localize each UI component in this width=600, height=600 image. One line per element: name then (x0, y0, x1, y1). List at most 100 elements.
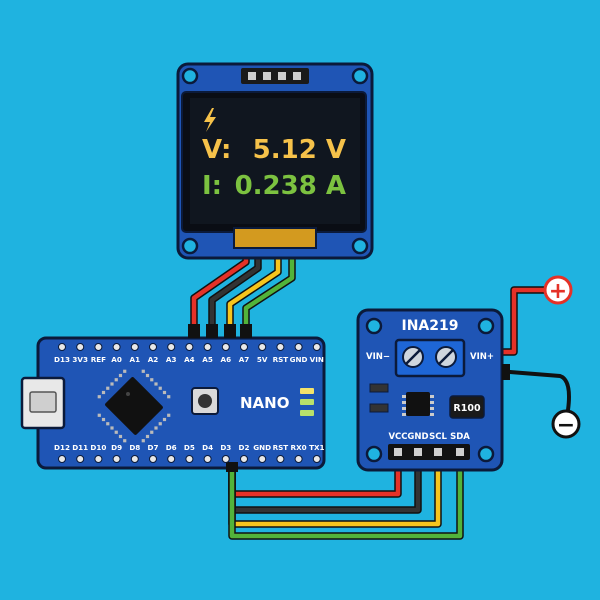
voltage-label: V: (202, 135, 231, 165)
ic-leg (430, 395, 434, 398)
sensor-header (388, 444, 470, 460)
chip-leg (145, 434, 150, 439)
chip-leg (162, 390, 167, 395)
nano-bottom-pin-label: D11 (72, 443, 88, 452)
nano-bottom-pin-label: D5 (184, 443, 195, 452)
chip-leg (101, 390, 106, 395)
nano-bottom-pin-label: TX1 (309, 443, 324, 452)
chip-leg (167, 413, 171, 417)
pin-hole (167, 455, 176, 463)
mounting-hole (365, 445, 383, 463)
nano-bottom-connector (226, 462, 238, 472)
chip-leg (101, 417, 106, 422)
mounting-hole (477, 317, 495, 335)
pin-hole (258, 455, 267, 463)
chip-leg (110, 382, 114, 386)
chip-leg (162, 417, 167, 422)
pin-hole (203, 455, 212, 463)
minus-terminal: − (551, 409, 581, 439)
pin-hole (221, 343, 230, 351)
nano-bottom-pin-label: D2 (239, 443, 250, 452)
nano-bottom-pin-label: RX0 (291, 443, 307, 452)
nano-top-pin-label: GND (290, 355, 308, 364)
pin-hole (240, 343, 248, 351)
pin-hole (112, 455, 121, 463)
nano-top-pin-label: 5V (257, 355, 268, 364)
nano-bottom-pin-label: D3 (220, 443, 231, 452)
nano-bottom-pin-label: RST (273, 443, 289, 452)
nano-top-pin-label: A6 (221, 355, 232, 364)
nano-bottom-pin-label: D8 (129, 443, 140, 452)
nano-bottom-pin-label: D9 (111, 443, 122, 452)
nano-top-pin-label: A1 (130, 355, 141, 364)
smd-components (369, 383, 485, 419)
ic-leg (402, 395, 406, 398)
chip-leg (158, 422, 162, 426)
chip-leg (150, 430, 154, 434)
sensor-pin-label: GND (407, 432, 428, 442)
reset-button[interactable] (191, 387, 219, 415)
pin-hole (149, 343, 157, 351)
minus-wire (508, 370, 571, 412)
chip-leg (154, 426, 158, 430)
pin-hole (58, 343, 66, 351)
mounting-hole (365, 317, 383, 335)
pin-hole (185, 455, 194, 463)
sensor-pin-label: SDA (450, 432, 470, 442)
oled-module: V: 5.12 V I: 0.238 A (176, 62, 374, 260)
chip-leg (114, 430, 118, 434)
usb-port (20, 376, 66, 430)
nano-bottom-pin-label: D10 (90, 443, 106, 452)
ic-leg (430, 407, 434, 410)
oled-header (241, 68, 309, 84)
chip-leg (106, 386, 110, 390)
nano-top-pin-label: A5 (202, 355, 213, 364)
pin-hole (294, 455, 303, 463)
nano-top-pin-label: A7 (239, 355, 250, 364)
chip-leg (154, 382, 158, 386)
pin-hole (203, 343, 212, 351)
chip-leg (110, 426, 114, 430)
chip-leg (150, 378, 154, 382)
pin-hole (294, 343, 303, 351)
chip-leg (118, 373, 123, 378)
plus-terminal: + (543, 275, 573, 305)
nano-sensor-wires (228, 446, 464, 540)
nano-bottom-pin-label: D4 (202, 443, 213, 452)
nano-top-pin-holes (58, 343, 321, 351)
current-label: I: (202, 171, 222, 201)
minus-terminal-label: − (557, 413, 575, 438)
pin-hole (112, 343, 121, 351)
ic-leg (402, 413, 406, 416)
plus-terminal-label: + (549, 279, 567, 304)
mounting-hole (351, 67, 369, 85)
nano-top-pin-label: A4 (184, 355, 195, 364)
nano-top-pin-label: REF (91, 355, 106, 364)
mounting-hole (351, 237, 369, 255)
pin-hole (240, 455, 248, 463)
mounting-hole (181, 237, 199, 255)
pin-hole (221, 455, 230, 463)
chip-leg (118, 434, 123, 439)
nano-top-pin-label: RST (273, 355, 289, 364)
ic-leg (430, 413, 434, 416)
sensor-title: INA219 (402, 318, 459, 334)
pin-hole (312, 343, 321, 351)
chip-leg (123, 369, 127, 373)
chip-leg (167, 395, 171, 399)
ic-leg (430, 401, 434, 404)
nano-top-connectors (188, 324, 252, 338)
vin-plus-wire (498, 286, 550, 356)
ic-leg (402, 407, 406, 410)
pin-hole (94, 343, 103, 351)
nano-top-pin-label: D13 (54, 355, 70, 364)
board-name: NANO (240, 394, 289, 412)
nano-top-pin-label: A2 (148, 355, 159, 364)
chip-leg (97, 395, 101, 399)
resistor-label: R100 (453, 403, 481, 414)
